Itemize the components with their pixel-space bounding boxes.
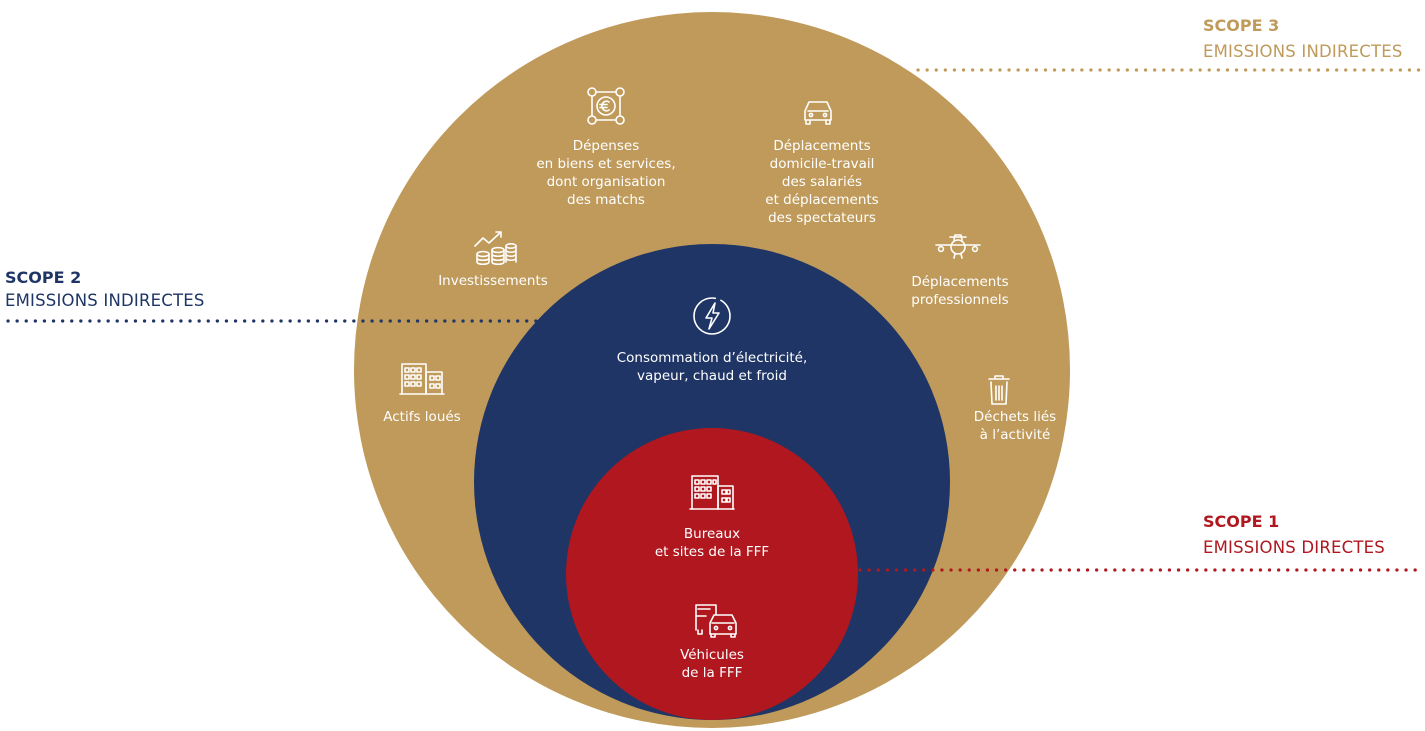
commuting-label-2: domicile-travail [770, 156, 875, 172]
offices-label-2: et sites de la FFF [655, 544, 769, 560]
scope1-title: SCOPE 1 [1203, 512, 1279, 531]
trash-bin-icon [988, 375, 1010, 405]
commuting-label-4: et déplacements [765, 192, 878, 208]
investment-chart-icon [474, 231, 517, 266]
scope3-item-waste: Déchets liés à l’activité [974, 375, 1056, 443]
investments-label: Investissements [438, 273, 548, 289]
scope2-item-energy: Consommation d’électricité, vapeur, chau… [617, 297, 808, 384]
spending-label-1: Dépenses [573, 138, 640, 154]
waste-label-2: à l’activité [980, 427, 1051, 443]
vehicles-icon [695, 604, 737, 638]
offices-label-1: Bureaux [684, 526, 740, 542]
scope3-subtitle: EMISSIONS INDIRECTES [1203, 42, 1403, 61]
scope2-subtitle: EMISSIONS INDIRECTES [5, 291, 205, 310]
spending-label-4: des matchs [567, 192, 645, 208]
airplane-icon [935, 234, 981, 259]
scope3-item-spending: Dépenses en biens et services, dont orga… [536, 87, 676, 208]
vehicles-label-2: de la FFF [682, 665, 743, 681]
spending-label-2: en biens et services, [536, 156, 675, 172]
scope1-subtitle: EMISSIONS DIRECTES [1203, 538, 1385, 557]
rented-building-icon [399, 363, 445, 395]
vehicles-label-1: Véhicules [680, 647, 744, 663]
scope3-item-commuting: Déplacements domicile-travail des salari… [765, 101, 879, 226]
waste-label-1: Déchets liés [974, 409, 1056, 425]
business-travel-label-1: Déplacements [911, 274, 1008, 290]
office-building-icon [689, 475, 735, 510]
scope3-item-rented-assets: Actifs loués [383, 363, 461, 425]
spending-label-3: dont organisation [547, 174, 666, 190]
commuting-label-1: Déplacements [773, 138, 870, 154]
scope3-item-business-travel: Déplacements professionnels [911, 234, 1009, 308]
lightning-icon [693, 297, 731, 335]
scope1-item-vehicles: Véhicules de la FFF [680, 604, 744, 681]
commuting-label-3: des salariés [782, 174, 862, 190]
car-icon [804, 101, 832, 125]
energy-label-2: vapeur, chaud et froid [637, 368, 787, 384]
scope3-title: SCOPE 3 [1203, 16, 1279, 35]
scope1-item-offices: Bureaux et sites de la FFF [655, 475, 769, 560]
scope3-item-investments: Investissements [438, 231, 548, 289]
scope1-circle [566, 428, 858, 720]
commuting-label-5: des spectateurs [768, 210, 876, 226]
scope2-title: SCOPE 2 [5, 268, 81, 287]
business-travel-label-2: professionnels [911, 292, 1008, 308]
rented-assets-label: Actifs loués [383, 409, 460, 425]
money-network-icon [587, 87, 625, 125]
energy-label-1: Consommation d’électricité, [617, 350, 808, 366]
